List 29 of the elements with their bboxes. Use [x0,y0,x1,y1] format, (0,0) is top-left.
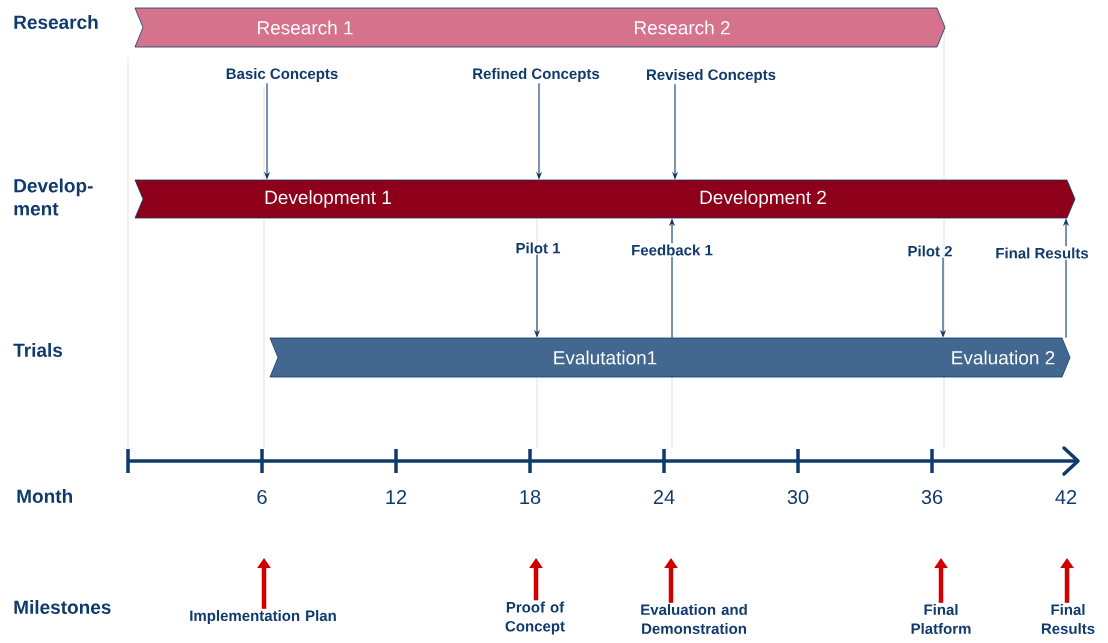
row-label: Trials [13,343,63,357]
row-label: Research [14,15,98,29]
annotation-text: Pilot 1 [516,242,561,254]
annotation-text: Final Results [996,247,1089,259]
chevron-band: Research 1 Research 2 [134,7,946,48]
row-label: Month [17,489,72,503]
annotation-text: Feedback 1 [632,244,713,256]
tick-label: 42 [1055,490,1077,504]
row-label: Develop- ment [14,178,93,216]
annotation-text: Evaluation and Demonstration [641,604,747,634]
annotation-text: Refined Concepts [473,68,600,82]
tick-label: 18 [520,489,541,505]
annotation-text: Pilot 2 [908,245,952,257]
tick-label: 6 [257,489,267,505]
annotation-text: Proof of Concept [505,601,565,635]
annotation-text: Final Results [1041,604,1095,634]
row-label: Milestones [14,600,111,614]
tick-label: 30 [787,489,809,505]
annotation-text: Final Platform [911,604,971,634]
tick-label: 24 [653,490,675,504]
tick-label: 12 [386,490,407,504]
chevron-band: Evalutation1 Evaluation 2 [269,337,1071,378]
annotation-text: Revised Concepts [647,69,776,83]
tick-label: 36 [921,489,943,505]
connector-line [1065,259,1067,339]
chevron-band: Development 1 Development 2 [134,179,1076,219]
connector-line [671,256,673,339]
annotation-text: Basic Concepts [226,68,338,82]
annotation-text: Implementation Plan [190,610,336,624]
